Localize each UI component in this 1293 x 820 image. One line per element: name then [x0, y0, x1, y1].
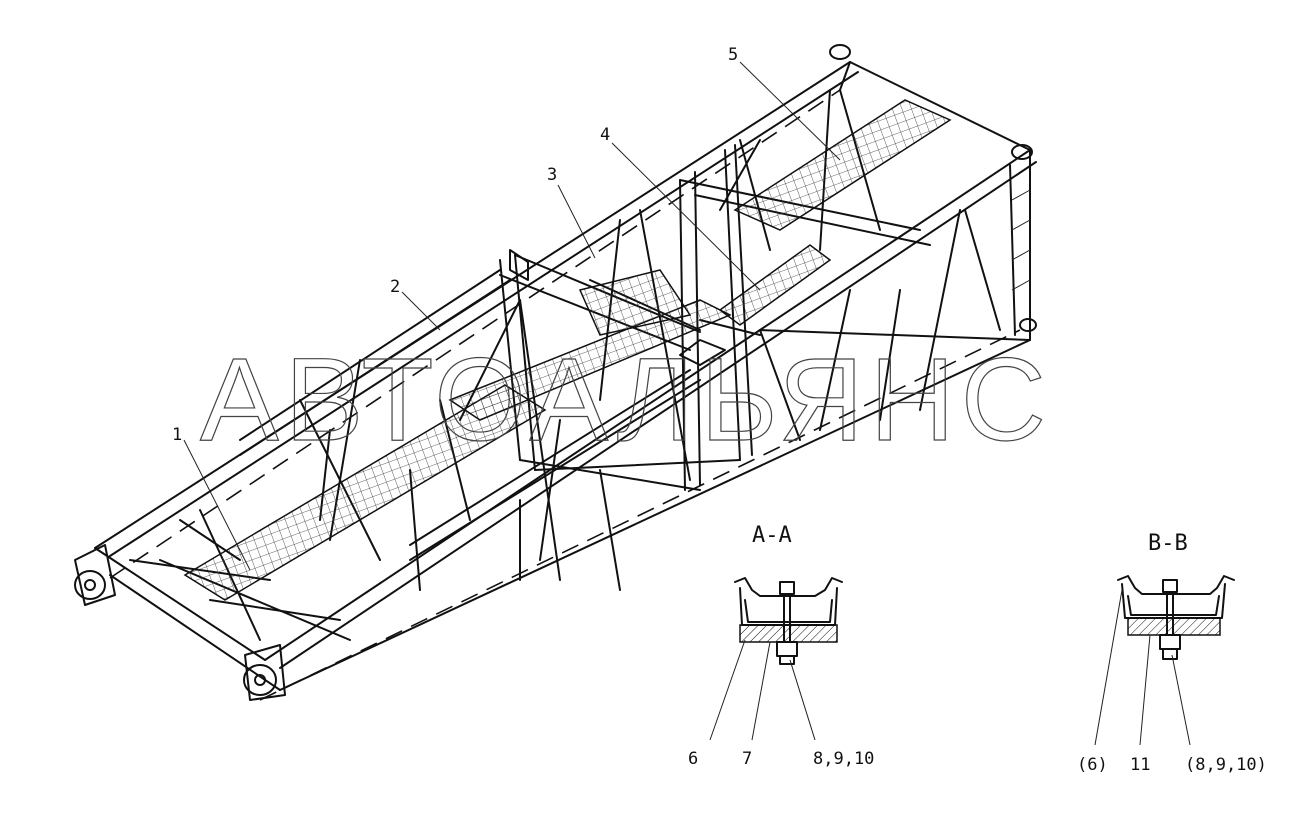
section-aa-label-6: 6 — [688, 749, 698, 769]
callout-5: 5 — [728, 45, 738, 65]
watermark-text: АВТОАЛЬЯНС — [200, 334, 1052, 466]
section-bb-label-11: 11 — [1130, 755, 1150, 775]
lug-top-right — [1011, 144, 1033, 160]
section-bb-label-6: (6) — [1077, 755, 1108, 775]
lug-bottom-right — [1019, 318, 1037, 332]
section-aa-label-8-9-10: 8,9,10 — [813, 749, 874, 769]
connection-lugs — [74, 44, 1037, 701]
section-bb-title: B-B — [1148, 531, 1188, 556]
callout-3: 3 — [547, 165, 557, 185]
section-bb-label-8-9-10: (8,9,10) — [1185, 755, 1267, 775]
side-rails — [239, 249, 761, 561]
lug-right-lower — [243, 664, 277, 696]
callout-2: 2 — [390, 277, 400, 297]
section-aa-title: A-A — [752, 523, 792, 548]
truss-frame — [94, 61, 1037, 701]
leader-lines — [183, 61, 841, 571]
lug-left-lower — [74, 570, 106, 600]
section-aa: A-A 6 7 8,9,10 — [688, 523, 874, 769]
section-aa-label-7: 7 — [742, 749, 752, 769]
callout-4: 4 — [600, 125, 610, 145]
lug-top-left — [829, 44, 851, 60]
callout-1: 1 — [172, 425, 182, 445]
section-bb: B-B (6) 11 (8,9,10) — [1077, 531, 1267, 775]
mesh-walkways — [183, 99, 952, 601]
